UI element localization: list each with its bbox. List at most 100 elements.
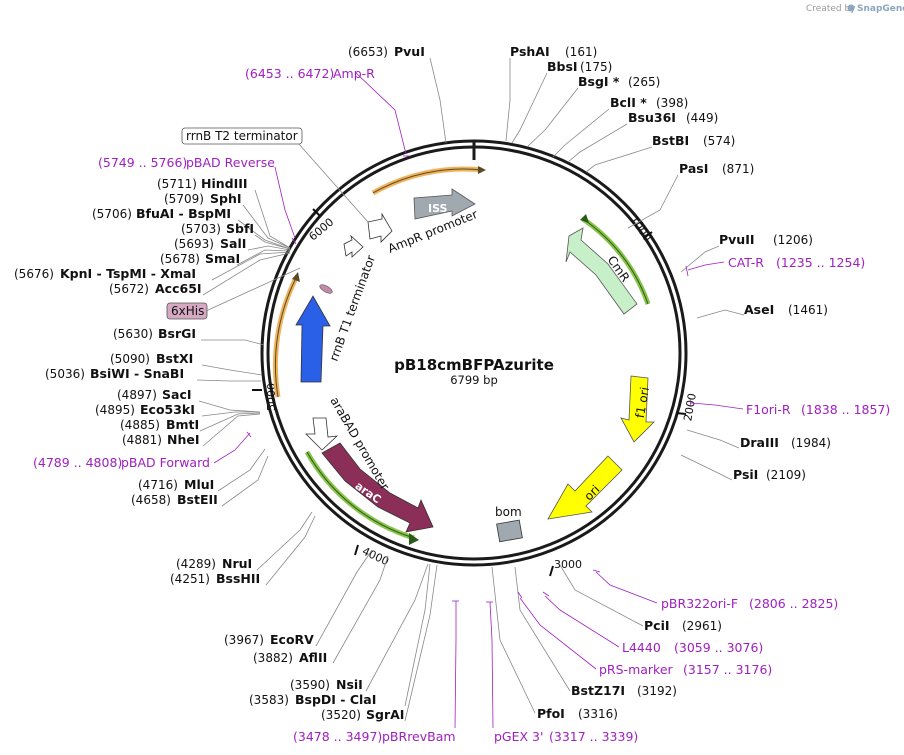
enzyme-label-ecorv[interactable]: (3967)EcoRV [224, 632, 314, 647]
enzyme-label-bspdi-clai[interactable]: (3583)BspDI - ClaI [249, 692, 376, 707]
bfp-orf-line [274, 277, 297, 398]
enzyme-label-saci[interactable]: (4897)SacI [117, 387, 192, 402]
enzyme-label-aflii[interactable]: (3882)AflII [253, 650, 327, 665]
feature-rrnb-t2[interactable]: rrnB T2 terminator [181, 127, 369, 223]
enzyme-label-eco53ki[interactable]: (4895)Eco53kI [95, 402, 195, 417]
snapgene-credit[interactable]: Created by SnapGene [806, 4, 904, 14]
svg-text:KpnI - TspMI - XmaI: KpnI - TspMI - XmaI [60, 266, 196, 281]
enzyme-label-pcii[interactable]: PciI(2961) [644, 618, 722, 633]
enzyme-label-sgrai[interactable]: (3520)SgrAI [321, 707, 404, 722]
svg-text:(265): (265) [628, 75, 660, 89]
enzyme-label-sali[interactable]: (5693) SalI [174, 236, 246, 251]
enzyme-label-psii[interactable]: PsiI(2109) [733, 467, 806, 482]
enzyme-label-bsteii[interactable]: (4658)BstEII [131, 492, 218, 507]
azurite-bfp-label: Azurite BFP [334, 277, 353, 350]
svg-text:(5703): (5703) [181, 222, 221, 236]
svg-text:(5693): (5693) [174, 237, 214, 251]
primer-label-pbrrevbam[interactable]: (3478 .. 3497)pBRrevBam [293, 729, 456, 744]
svg-text:(871): (871) [722, 162, 754, 176]
svg-text:F1ori-R: F1ori-R [746, 402, 791, 417]
enzyme-label-mlui[interactable]: (4716)MluI [138, 477, 214, 492]
arac-orf-arrowhead [409, 533, 419, 545]
cmr-orf-arrowhead [580, 214, 589, 223]
feature-bom[interactable]: bom [495, 505, 523, 543]
feature-ori[interactable]: ori [547, 455, 623, 520]
enzyme-label-pfoi[interactable]: PfoI (3316) [537, 706, 618, 721]
enzyme-label-smai[interactable]: (5678)SmaI [160, 251, 240, 266]
enzyme-label-bcli[interactable]: BclI *(398) [610, 95, 688, 110]
enzyme-label-pvuii[interactable]: PvuII(1206) [719, 232, 813, 247]
svg-text:pBAD Forward: pBAD Forward [121, 455, 210, 470]
enzyme-label-pvui[interactable]: (6653) PvuI [348, 44, 425, 59]
svg-text:PfoI: PfoI [537, 706, 565, 721]
svg-text:BclI *: BclI * [610, 95, 647, 110]
feature-iss[interactable]: ISS [413, 188, 476, 220]
svg-text:(3316): (3316) [578, 707, 618, 721]
svg-text:(5706): (5706) [92, 207, 132, 221]
enzyme-label-hindiii[interactable]: (5711)HindIII [157, 176, 248, 191]
enzyme-label-sphi[interactable]: (5709)SphI [164, 191, 242, 206]
svg-text:pBAD Reverse: pBAD Reverse [186, 155, 275, 170]
enzyme-label-acc65i[interactable]: (5672)Acc65I [109, 281, 202, 296]
primer-label-pgex-3[interactable]: pGEX 3'(3317 .. 3339) [494, 729, 638, 744]
primer-label-pbad-forward[interactable]: (4789 .. 4808)pBAD Forward [33, 455, 210, 470]
svg-text:DraIII: DraIII [740, 435, 779, 450]
enzyme-label-asei[interactable]: AseI(1461) [744, 302, 828, 317]
svg-text:(574): (574) [703, 134, 735, 148]
feature-6xhis[interactable]: 6xHis [166, 267, 301, 320]
enzyme-label-nrui[interactable]: (4289)NruI [176, 556, 252, 571]
svg-text:(4289): (4289) [176, 557, 216, 571]
enzyme-label-bstz17i[interactable]: BstZ17I(3192) [571, 683, 677, 698]
svg-text:(6653): (6653) [348, 45, 388, 59]
svg-text:PasI: PasI [679, 161, 708, 176]
iss-label: ISS [428, 202, 448, 215]
enzyme-label-bsrgi[interactable]: (5630)BsrGI [113, 326, 196, 341]
svg-text:SacI: SacI [162, 387, 192, 402]
enzyme-label-kpni-tspmi-xmai[interactable]: (5676)KpnI - TspMI - XmaI [14, 266, 196, 281]
svg-text:BspDI - ClaI: BspDI - ClaI [295, 692, 376, 707]
enzyme-label-draiii[interactable]: DraIII(1984) [740, 435, 831, 450]
enzyme-label-sbfi[interactable]: (5703) SbfI [181, 221, 254, 236]
svg-text:SalI: SalI [220, 236, 246, 251]
enzyme-label-bfuai-bspmi[interactable]: (5706)BfuAI - BspMI [92, 206, 231, 221]
credit-brand: SnapGene [857, 4, 904, 14]
feature-f1-ori[interactable]: f1 ori [620, 375, 655, 443]
enzyme-label-pasi[interactable]: PasI (871) [679, 161, 754, 176]
primer-label-prs-marker[interactable]: pRS-marker(3157 .. 3176) [599, 662, 772, 677]
enzyme-label-bmti[interactable]: (4885)BmtI [120, 417, 199, 432]
tick-4000: 4000 [354, 545, 391, 568]
enzyme-label-bsu36i[interactable]: Bsu36I(449) [628, 110, 718, 125]
enzyme-label-bsshii[interactable]: (4251)BssHII [170, 571, 260, 586]
primer-label-f1ori-r[interactable]: F1ori-R(1838 .. 1857) [746, 402, 890, 417]
svg-text:PvuI: PvuI [394, 44, 425, 59]
feature-rrnb-t1[interactable]: rrnB T1 terminator [318, 253, 378, 363]
svg-text:pBRrevBam: pBRrevBam [382, 729, 456, 744]
svg-text:(1206): (1206) [773, 233, 813, 247]
enzyme-label-pshai[interactable]: PshAI(161) [510, 44, 597, 59]
enzyme-label-nsii[interactable]: (3590)NsiI [290, 677, 363, 692]
plasmid-name: pB18cmBFPAzurite [394, 356, 554, 374]
svg-text:Acc65I: Acc65I [155, 281, 202, 296]
svg-text:BstZ17I: BstZ17I [571, 683, 625, 698]
svg-text:(3157 .. 3176): (3157 .. 3176) [683, 662, 772, 677]
rrnb-t2-label: rrnB T2 terminator [186, 129, 298, 143]
svg-text:SbfI: SbfI [226, 221, 254, 236]
svg-text:HindIII: HindIII [201, 176, 248, 191]
feature-ampr-promoter[interactable]: AmpR promoter [343, 207, 480, 258]
enzyme-label-bstxi[interactable]: (5090)BstXI [110, 351, 193, 366]
primer-label-pbr322ori-f[interactable]: pBR322ori-F(2806 .. 2825) [661, 596, 838, 611]
svg-text:(4251): (4251) [170, 572, 210, 586]
enzyme-label-bbsi[interactable]: BbsI(175) [547, 59, 612, 74]
primer-label-cat-r[interactable]: CAT-R(1235 .. 1254) [728, 255, 865, 270]
svg-text:NheI: NheI [167, 432, 200, 447]
enzyme-label-bsgi[interactable]: BsgI *(265) [578, 74, 660, 89]
primer-label-amp-r[interactable]: (6453 .. 6472)Amp-R [245, 66, 375, 81]
enzyme-label-bsiwi-snabi[interactable]: (5036)BsiWI - SnaBI [45, 366, 184, 381]
primer-label-l4440[interactable]: L4440(3059 .. 3076) [622, 640, 763, 655]
feature-cmr[interactable]: CmR [565, 227, 638, 315]
primer-label-pbad-reverse[interactable]: (5749 .. 5766)pBAD Reverse [98, 155, 275, 170]
feature-azurite-bfp[interactable]: Azurite BFP [295, 277, 353, 383]
svg-text:PciI: PciI [644, 618, 670, 633]
enzyme-label-nhei[interactable]: (4881)NheI [122, 432, 200, 447]
enzyme-label-bstbi[interactable]: BstBI(574) [652, 133, 735, 148]
